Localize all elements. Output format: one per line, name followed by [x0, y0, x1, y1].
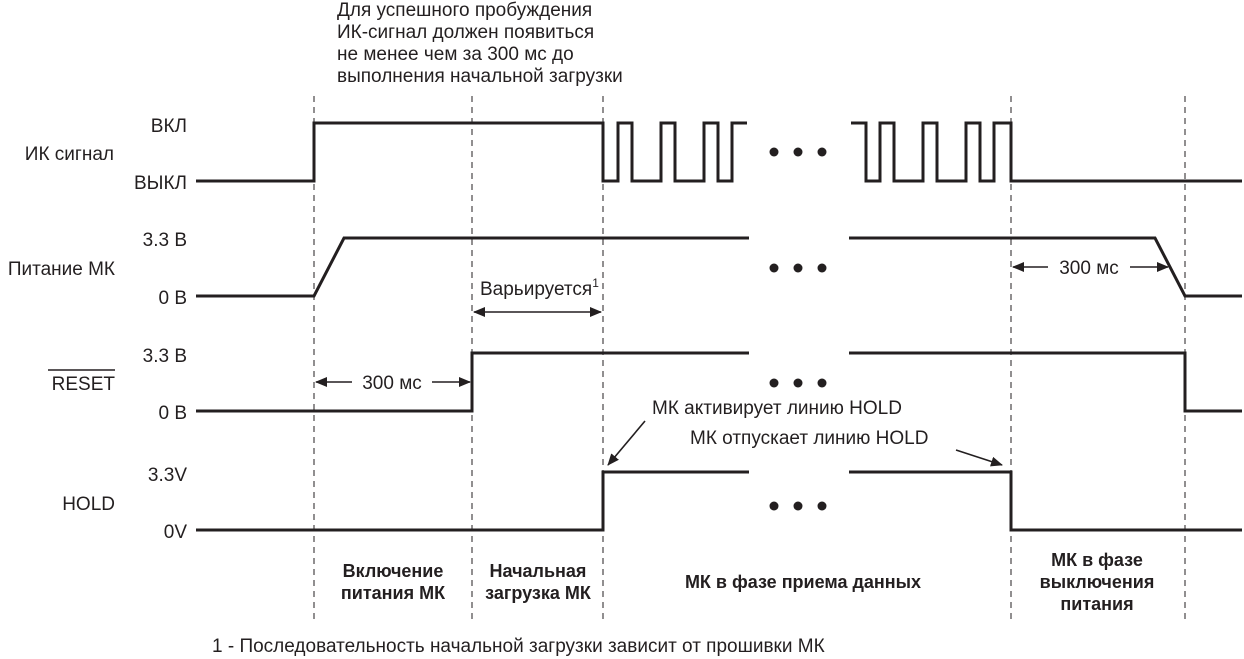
signal-labels: ИК сигнал ВКЛ ВЫКЛ Питание МК 3.3 В 0 В … [8, 116, 187, 543]
power-down-time-label: 300 мс [1059, 258, 1119, 279]
power-low-label: 0 В [158, 288, 187, 309]
phase-power-on-line-2: питания МК [341, 583, 446, 603]
power-waveform [196, 236, 1242, 298]
reset-dimension: 300 мс [315, 373, 471, 394]
reset-low-label: 0 В [158, 403, 187, 424]
phase-guides [313, 96, 1186, 620]
ellipsis-icon [769, 501, 827, 511]
phase-boot-line-2: загрузка МК [485, 583, 592, 603]
power-trace-left [196, 236, 749, 298]
phase-labels: Включение питания МК Начальная загрузка … [341, 550, 1154, 614]
ir-low-label: ВЫКЛ [134, 173, 187, 194]
phase-power-off-line-2: выключения [1040, 572, 1155, 592]
reset-trace-left [196, 351, 749, 413]
hold-release-arrow [955, 449, 1003, 467]
continuation-dots [769, 147, 827, 511]
hold-high-label: 3.3V [148, 465, 187, 486]
hold-trace-right [849, 470, 1242, 532]
phase-power-off-line-3: питания [1060, 594, 1133, 614]
phase-power-off-line-1: МК в фазе [1051, 550, 1143, 570]
power-signal-label: Питание МК [8, 259, 115, 280]
ir-waveform [196, 121, 1242, 183]
hold-trace-left [196, 470, 749, 532]
wake-note-line-3: не менее чем за 300 мс до [337, 44, 574, 65]
ellipsis-icon [769, 147, 827, 157]
reset-time-label: 300 мс [362, 373, 422, 394]
wake-note-line-2: ИК-сигнал должен появиться [337, 22, 594, 43]
ir-trace-left [196, 121, 747, 183]
reset-waveform [196, 351, 1242, 413]
ir-signal-label: ИК сигнал [25, 144, 114, 165]
ir-high-label: ВКЛ [151, 116, 187, 137]
power-down-dimension: 300 мс [1012, 258, 1169, 279]
phase-receive-label: МК в фазе приема данных [685, 572, 921, 592]
varies-label: Варьируется1 [480, 276, 599, 300]
wake-note-line-4: выполнения начальной загрузки [337, 66, 623, 87]
ellipsis-icon [769, 378, 827, 388]
hold-release-label: МК отпускает линию HOLD [690, 428, 928, 449]
hold-assert-label: МК активирует линию HOLD [652, 398, 902, 419]
power-high-label: 3.3 В [143, 230, 187, 251]
hold-waveform [196, 470, 1242, 532]
hold-annotations: МК активирует линию HOLD МК отпускает ли… [607, 398, 1003, 467]
hold-signal-label: HOLD [62, 494, 115, 515]
footnote: 1 - Последовательность начальной загрузк… [212, 636, 825, 657]
varies-dimension: Варьируется1 [473, 276, 602, 317]
reset-signal-label: RESET [52, 374, 116, 395]
wake-note-line-1: Для успешного пробуждения [337, 0, 592, 21]
wake-note: Для успешного пробуждения ИК-сигнал долж… [337, 0, 623, 87]
reset-high-label: 3.3 В [143, 346, 187, 367]
phase-power-on-line-1: Включение [343, 561, 444, 581]
hold-assert-arrow [607, 420, 646, 466]
ir-trace-right [851, 121, 1242, 183]
hold-low-label: 0V [164, 522, 188, 543]
reset-trace-right [849, 351, 1242, 413]
ellipsis-icon [769, 263, 827, 273]
power-trace-right [849, 236, 1242, 298]
phase-boot-line-1: Начальная [490, 561, 587, 581]
